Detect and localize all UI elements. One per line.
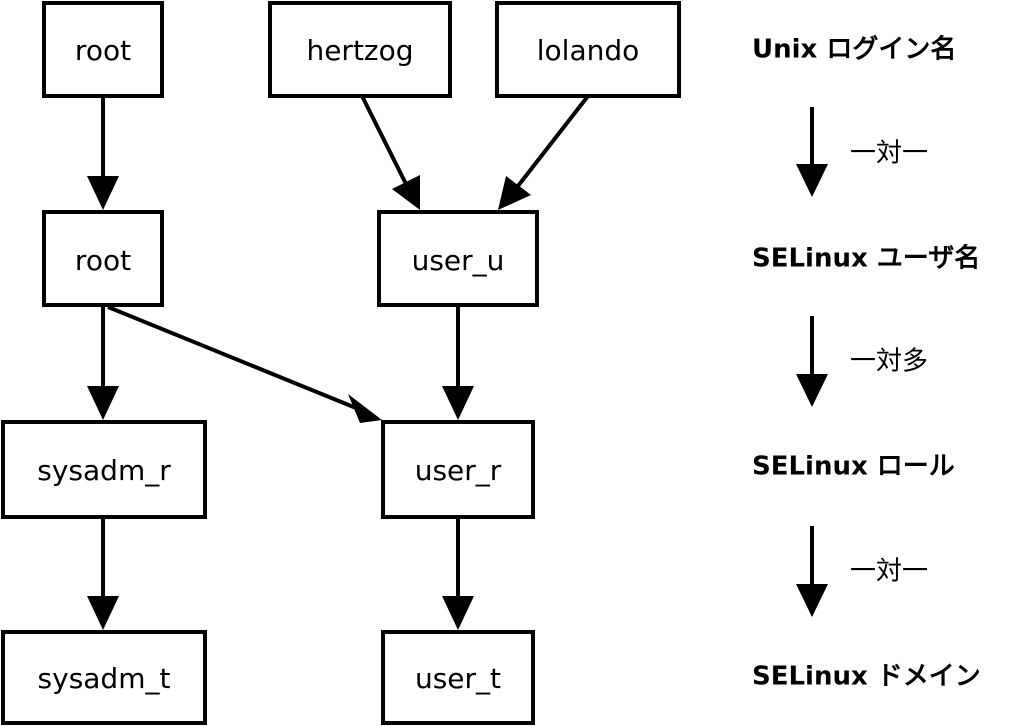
edge-sysadm-r-to-sysadm-t	[87, 517, 119, 630]
nodes: root hertzog lolando root user_u sysadm_…	[1, 1, 681, 725]
legend: Unix ログイン名 一対一 SELinux ユーザ名 一対多 SELinux …	[752, 34, 981, 692]
level-label-unix-login: Unix ログイン名	[752, 34, 956, 65]
node-role-sysadm-r: sysadm_r	[1, 420, 207, 519]
node-domain-sysadm-t: sysadm_t	[1, 630, 207, 725]
node-domain-user-t: user_t	[381, 630, 535, 725]
edge-seuser-root-to-user-r	[107, 305, 382, 423]
relation-label-login-to-user: 一対一	[850, 139, 928, 169]
relation-arrow-login-to-user	[796, 107, 828, 197]
node-role-sysadm-r-label: sysadm_r	[37, 454, 171, 487]
edge-user-r-to-user-t	[442, 517, 474, 630]
node-seuser-root: root	[42, 210, 164, 307]
edge-lolando-to-user-u	[498, 94, 590, 210]
level-label-selinux-user: SELinux ユーザ名	[752, 243, 980, 274]
relation-label-role-to-domain: 一対一	[850, 557, 928, 587]
node-login-hertzog-label: hertzog	[306, 34, 413, 67]
node-seuser-user-u-label: user_u	[412, 244, 505, 277]
node-domain-sysadm-t-label: sysadm_t	[38, 662, 171, 695]
relation-label-user-to-role: 一対多	[850, 347, 928, 377]
edge-login-root-to-seuser-root	[87, 96, 119, 210]
level-label-selinux-role: SELinux ロール	[752, 452, 955, 482]
node-login-hertzog: hertzog	[268, 1, 452, 98]
edge-seuser-root-to-sysadm-r	[87, 305, 119, 420]
node-login-root: root	[42, 1, 164, 98]
node-seuser-user-u: user_u	[377, 210, 539, 307]
node-login-lolando-label: lolando	[537, 34, 640, 67]
edges	[87, 94, 590, 630]
relation-arrow-user-to-role	[796, 316, 828, 407]
edge-hertzog-to-user-u	[360, 95, 420, 210]
level-label-selinux-domain: SELinux ドメイン	[752, 662, 981, 692]
node-seuser-root-label: root	[75, 244, 131, 277]
relation-arrow-role-to-domain	[796, 526, 828, 617]
edge-user-u-to-user-r	[442, 305, 474, 420]
node-role-user-r-label: user_r	[415, 454, 502, 487]
node-login-lolando: lolando	[495, 1, 681, 98]
node-role-user-r: user_r	[381, 420, 535, 519]
node-login-root-label: root	[75, 34, 131, 67]
node-domain-user-t-label: user_t	[415, 662, 501, 695]
